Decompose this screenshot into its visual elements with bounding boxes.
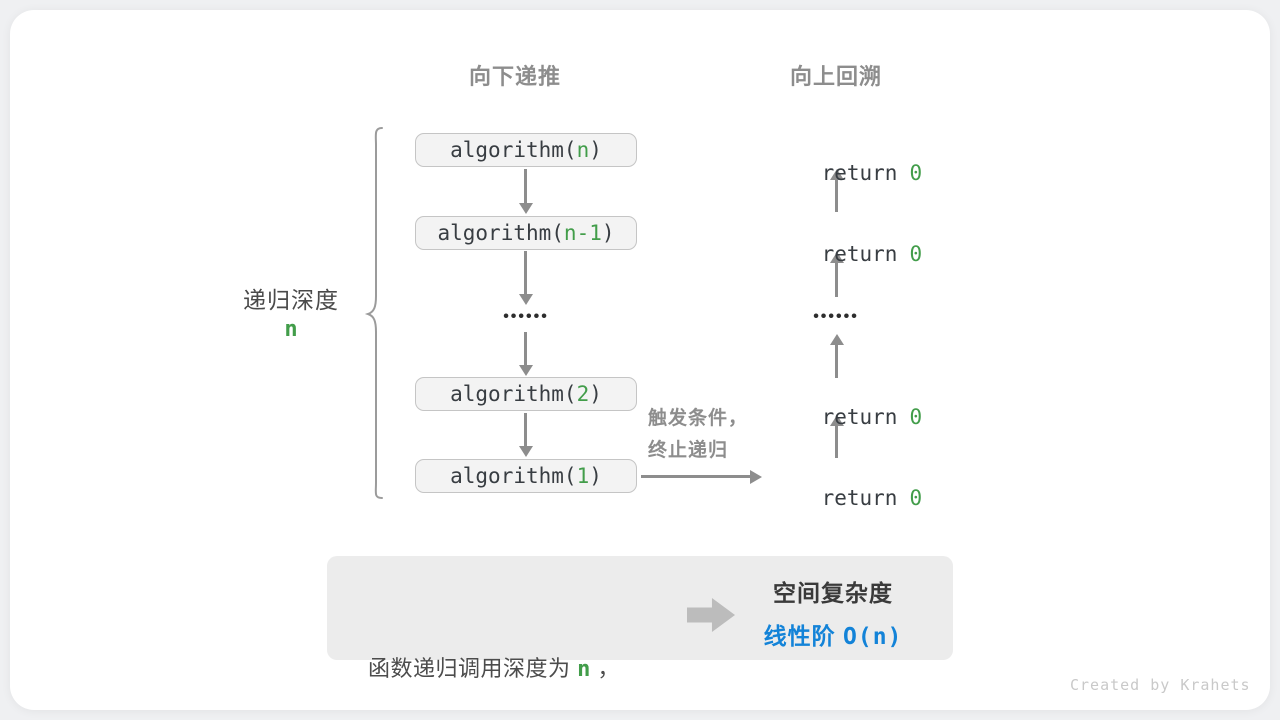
ellipsis-left: •••••• — [503, 308, 549, 325]
call-box-algorithm-1: algorithm(1) — [415, 459, 637, 493]
arrow-down-icon — [518, 332, 533, 376]
code-text: algorithm( — [450, 382, 577, 406]
code-text: ) — [589, 382, 602, 406]
recursion-depth-value: n — [284, 317, 298, 342]
termination-note-line2: 终止递归 — [648, 440, 729, 461]
recursion-depth-label: 递归深度 — [243, 287, 339, 313]
summary-text: 函数递归调用深度为 n ， 共使用 O(n) 的栈帧空间 — [368, 576, 620, 720]
return-value: 0 — [909, 161, 923, 185]
call-box-algorithm-2: algorithm(2) — [415, 377, 637, 411]
return-value: 0 — [909, 242, 923, 266]
return-keyword: return — [821, 161, 898, 185]
arrow-up-icon — [829, 334, 844, 378]
return-value: 0 — [909, 405, 923, 429]
complexity-big-o: O(n) — [843, 624, 903, 650]
summary-line1: 函数递归调用深度为 n ， — [368, 650, 620, 688]
summary-panel: 函数递归调用深度为 n ， 共使用 O(n) 的栈帧空间 空间复杂度 线性阶 O… — [327, 556, 953, 682]
summary-line1-pre: 函数递归调用深度为 — [368, 656, 578, 681]
arrow-right-icon — [641, 469, 762, 484]
watermark: Created by Krahets — [1070, 676, 1251, 694]
arrow-up-icon — [829, 169, 844, 212]
ellipsis-right: •••••• — [813, 308, 859, 325]
header-backtrack-up: 向上回溯 — [789, 64, 882, 89]
code-text: ) — [601, 221, 615, 245]
arrow-down-icon — [518, 169, 533, 214]
code-arg: 1 — [576, 464, 590, 488]
arrow-down-icon — [518, 413, 533, 457]
arrow-down-icon — [518, 251, 533, 305]
return-statement: return 0 — [771, 137, 923, 209]
termination-note-line1: 触发条件， — [648, 408, 749, 429]
header-recurse-down: 向下递推 — [468, 64, 561, 89]
return-keyword: return — [821, 486, 898, 510]
code-arg: n — [576, 138, 590, 162]
curly-brace-icon — [364, 127, 383, 499]
return-statement: return 0 — [771, 462, 923, 534]
complexity-result: 空间复杂度 线性阶 O(n) — [713, 574, 953, 651]
code-arg: n-1 — [563, 221, 602, 245]
code-text: ) — [589, 464, 602, 488]
code-text: ) — [589, 138, 602, 162]
return-keyword: return — [821, 405, 898, 429]
complexity-title: 空间复杂度 — [773, 580, 893, 606]
return-value: 0 — [909, 486, 923, 510]
code-text: algorithm( — [450, 464, 577, 488]
arrow-up-icon — [829, 252, 844, 297]
complexity-order-label: 线性阶 — [763, 623, 843, 649]
termination-note: 触发条件， 终止递归 — [648, 403, 748, 467]
return-statement: return 0 — [771, 218, 923, 290]
code-text: algorithm( — [437, 221, 564, 245]
summary-line1-arg: n — [577, 657, 591, 682]
call-box-algorithm-n-1: algorithm(n-1) — [415, 216, 637, 250]
summary-line1-post: ， — [590, 656, 620, 681]
return-statement: return 0 — [771, 381, 923, 453]
call-box-algorithm-n: algorithm(n) — [415, 133, 637, 167]
complexity-formula: 线性阶 O(n) — [713, 617, 953, 651]
return-keyword: return — [821, 242, 898, 266]
arrow-up-icon — [829, 415, 844, 458]
code-arg: 2 — [576, 382, 590, 406]
code-text: algorithm( — [450, 138, 577, 162]
